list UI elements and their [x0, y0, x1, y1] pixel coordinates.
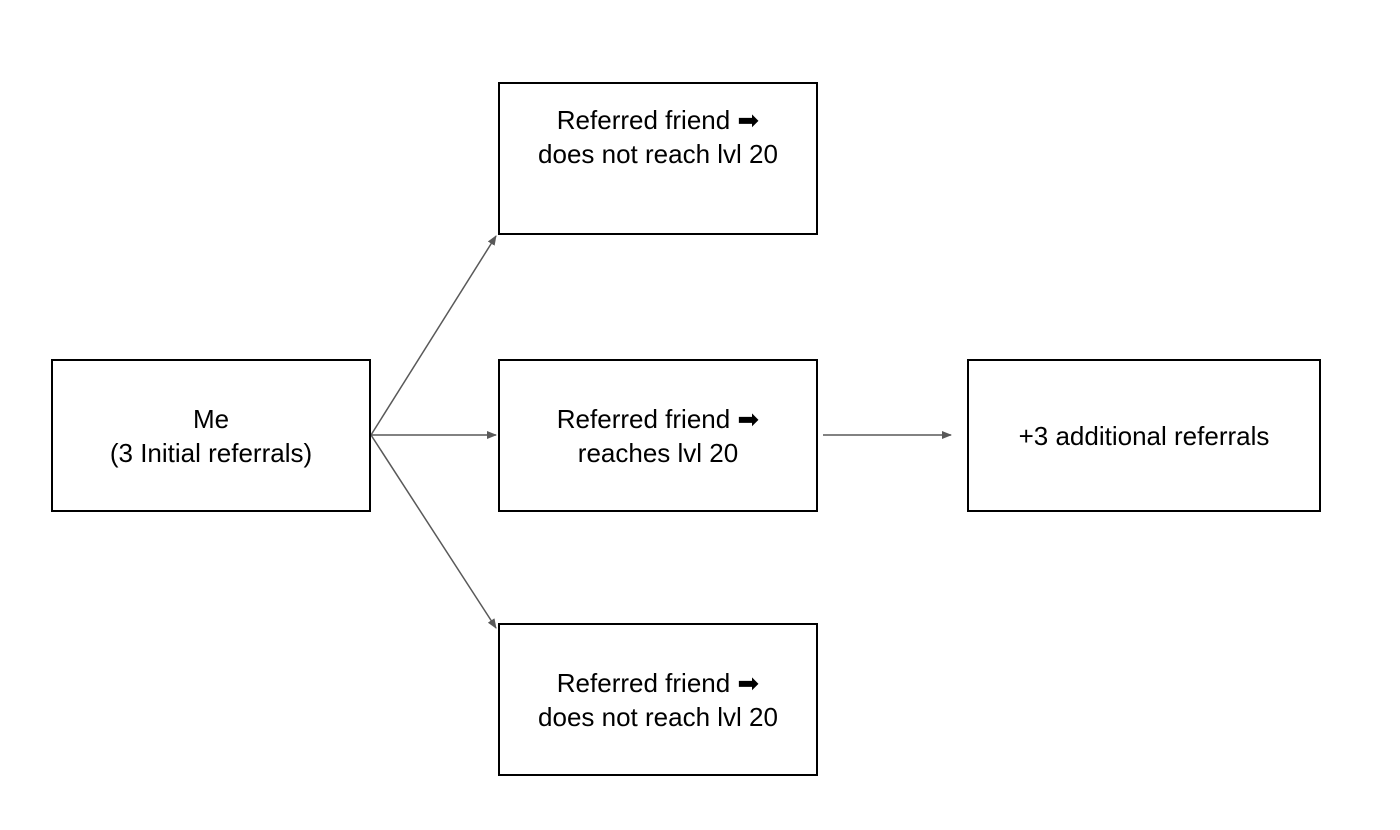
node-friend-top: Referred friend ➡ does not reach lvl 20 — [498, 82, 818, 235]
node-friend-bottom: Referred friend ➡ does not reach lvl 20 — [498, 623, 818, 776]
node-friend-bottom-label: Referred friend ➡ does not reach lvl 20 — [538, 666, 778, 734]
node-me-label: Me (3 Initial referrals) — [110, 402, 312, 470]
node-friend-middle-label: Referred friend ➡ reaches lvl 20 — [557, 402, 759, 470]
node-friend-bottom-line-2: does not reach lvl 20 — [538, 701, 778, 732]
node-additional-referrals: +3 additional referrals — [967, 359, 1321, 512]
node-friend-middle: Referred friend ➡ reaches lvl 20 — [498, 359, 818, 512]
node-additional-referrals-label: +3 additional referrals — [1019, 419, 1270, 453]
node-additional-referrals-line-1: +3 additional referrals — [1018, 420, 1270, 451]
node-friend-top-line-2: does not reach lvl 20 — [538, 138, 778, 169]
arrow-me-to-friend-bottom — [370, 434, 497, 629]
node-me: Me (3 Initial referrals) — [51, 359, 371, 512]
node-friend-middle-line-1: Referred friend ➡ — [556, 403, 760, 434]
node-friend-top-line-1: Referred friend ➡ — [556, 104, 760, 135]
node-friend-top-label: Referred friend ➡ does not reach lvl 20 — [538, 103, 778, 171]
node-me-line-2: (3 Initial referrals) — [109, 437, 313, 468]
node-me-line-1: Me — [192, 403, 230, 434]
arrow-me-to-friend-top — [370, 235, 497, 436]
node-friend-bottom-line-1: Referred friend ➡ — [556, 667, 760, 698]
node-friend-middle-line-2: reaches lvl 20 — [577, 437, 739, 468]
